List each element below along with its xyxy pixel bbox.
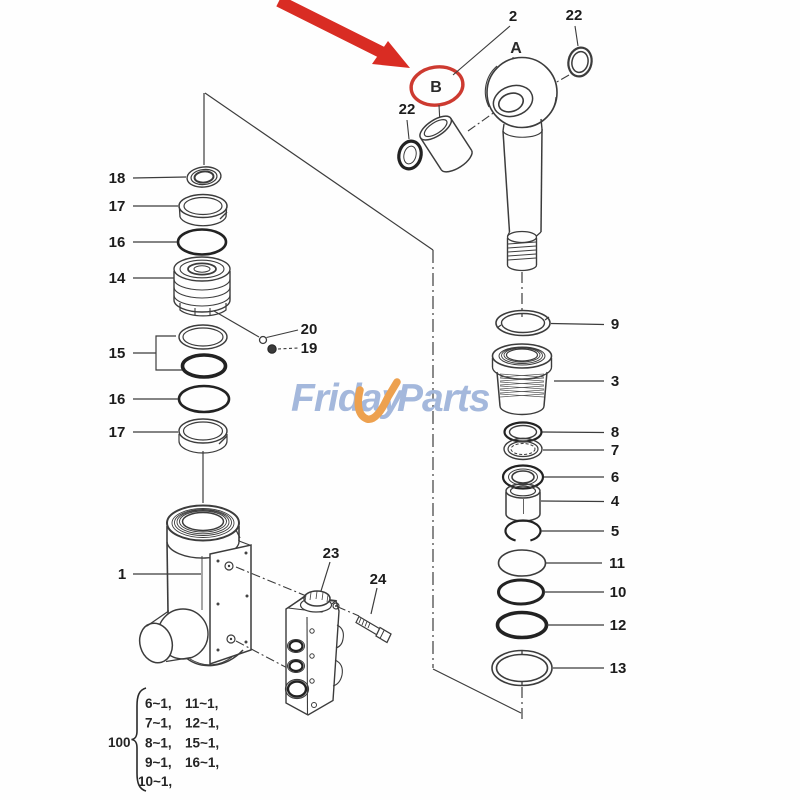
- part-11-o-ring: [497, 549, 547, 577]
- list-cell: 7~1,: [145, 716, 172, 731]
- part-14-piston: [173, 256, 231, 317]
- valve-ports: [284, 639, 310, 700]
- part-12-o-ring: [495, 610, 549, 640]
- callout-12: 12: [610, 617, 627, 634]
- callout-23: 23: [323, 545, 340, 562]
- part-1-cylinder-body: [138, 504, 252, 667]
- watermark-text-right: Parts: [397, 377, 490, 420]
- head-thread-hatch: [499, 373, 545, 398]
- red-highlight-circle: [409, 65, 465, 107]
- callout-17-lower: 17: [109, 424, 126, 441]
- list-cell: 10~1,: [138, 774, 172, 789]
- callout-9: 9: [611, 316, 619, 333]
- part-16-o-ring-upper: [176, 228, 228, 256]
- part-10-o-ring: [497, 578, 545, 606]
- part-2-bushing: [419, 115, 473, 173]
- part-a-piston-rod: [484, 56, 558, 272]
- valve-filler-cap: [299, 590, 333, 613]
- red-highlight-annotation: [276, 0, 465, 107]
- callout-2: 2: [509, 8, 517, 25]
- list-cell: 8~1,: [145, 736, 172, 751]
- list-cell: 11~1,: [185, 696, 218, 711]
- part-17-gland-ring-lower: [178, 418, 228, 454]
- watermark-logo: Friday Parts: [291, 377, 491, 423]
- callout-7: 7: [611, 442, 619, 459]
- red-arrow-head-icon: [372, 41, 410, 68]
- part-9-ring: [495, 309, 551, 337]
- callout-1: 1: [118, 566, 126, 583]
- part-24-bolt: [337, 606, 392, 644]
- red-arrow-shaft: [276, 0, 386, 59]
- part-16-o-ring-lower: [177, 384, 231, 414]
- callout-10: 10: [610, 584, 627, 601]
- part-19-plug: [267, 344, 277, 354]
- callout-20: 20: [301, 321, 318, 338]
- callout-6: 6: [611, 469, 619, 486]
- list-cell: 15~1,: [185, 736, 219, 751]
- callout-13: 13: [610, 660, 627, 677]
- list-cell: 9~1,: [145, 755, 172, 770]
- part-22-snap-ring-top: [567, 46, 593, 78]
- callout-24: 24: [370, 571, 387, 588]
- part-22-snap-ring-left: [397, 139, 423, 171]
- reference-a-label: A: [510, 40, 522, 57]
- part-13-retaining-ring: [491, 649, 553, 687]
- part-18-ring: [186, 166, 222, 188]
- callout-8: 8: [611, 424, 619, 441]
- reference-b-label: B: [430, 79, 442, 96]
- callout-11: 11: [609, 555, 625, 572]
- callout-16-lower: 16: [109, 391, 126, 408]
- list-cell: 12~1,: [185, 716, 219, 731]
- callout-14: 14: [109, 270, 126, 287]
- cylinder-mount-plate: [209, 544, 252, 666]
- callout-19: 19: [301, 340, 318, 357]
- assembly-centerlines: [203, 92, 523, 722]
- part-7-seal-ring: [503, 437, 543, 461]
- part-3-cylinder-head: [491, 343, 553, 416]
- callout-22-top: 22: [566, 7, 583, 24]
- callout-3: 3: [611, 373, 619, 390]
- list-cell: 16~1,: [185, 755, 219, 770]
- check-swoosh-icon: [354, 378, 401, 423]
- callout-22-left: 22: [399, 101, 416, 118]
- quantity-parts-list: 100 6~1, 11~1, 7~1, 12~1, 8~1, 15~1, 9~1…: [108, 687, 219, 792]
- list-cell: 6~1,: [145, 696, 172, 711]
- callout-5: 5: [611, 523, 619, 540]
- part-23-valve-block: [284, 590, 344, 716]
- rod-thread-section: [506, 230, 538, 272]
- part-20-ball: [258, 335, 268, 345]
- callout-15: 15: [109, 345, 126, 362]
- part-5-snap-ring: [504, 519, 542, 542]
- cylinder-port-boss: [138, 608, 209, 664]
- callout-18: 18: [109, 170, 126, 187]
- callout-17-upper: 17: [109, 198, 126, 215]
- brace-icon: [131, 687, 147, 792]
- callout-16-upper: 16: [109, 234, 126, 251]
- callout-4: 4: [611, 493, 620, 510]
- part-17-gland-ring-upper: [178, 193, 228, 227]
- group-number: 100: [108, 735, 131, 750]
- part-15-seal-set: [155, 324, 228, 379]
- part-6-seal: [501, 464, 545, 490]
